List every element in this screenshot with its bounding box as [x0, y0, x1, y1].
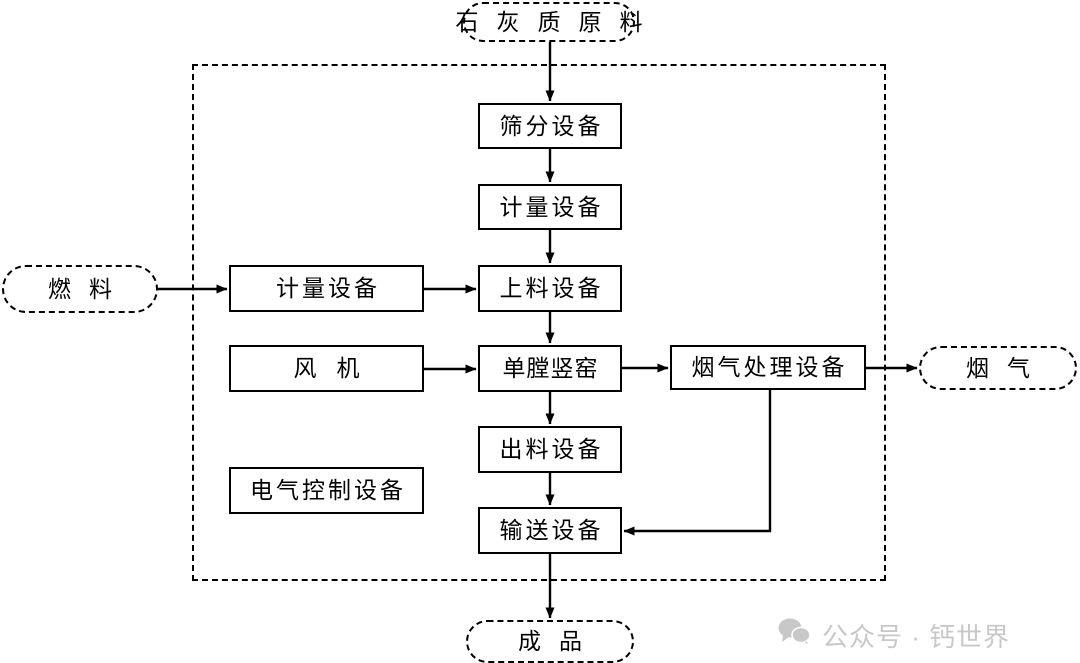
node-label: 电气控制设备 — [250, 478, 406, 503]
node-label: 石灰质原料 — [455, 9, 661, 35]
node-label: 输送设备 — [499, 518, 604, 543]
node-label: 烟气 — [966, 355, 1048, 381]
node-label: 风机 — [293, 356, 380, 381]
wechat-icon — [778, 618, 812, 653]
node-raw-material[interactable]: 石灰质原料 — [456, 2, 643, 42]
node-metering-equipment-stone[interactable]: 计量设备 — [478, 184, 622, 230]
node-blower[interactable]: 风机 — [229, 345, 424, 392]
node-label: 单膛竖窑 — [502, 356, 599, 381]
node-metering-equipment-fuel[interactable]: 计量设备 — [229, 265, 424, 312]
node-discharge-equipment[interactable]: 出料设备 — [478, 426, 622, 473]
watermark-text: 公众号 · 钙世界 — [822, 622, 1011, 652]
node-label: 计量设备 — [276, 276, 380, 301]
watermark: 公众号 · 钙世界 — [778, 617, 1010, 654]
node-fuel[interactable]: 燃料 — [2, 265, 158, 313]
node-label: 出料设备 — [499, 437, 604, 462]
node-label: 计量设备 — [499, 194, 604, 220]
node-label: 成品 — [518, 629, 600, 654]
node-feeding-equipment[interactable]: 上料设备 — [478, 265, 622, 312]
node-label: 上料设备 — [499, 276, 604, 301]
node-label: 燃料 — [48, 276, 130, 302]
node-label: 筛分设备 — [499, 113, 604, 139]
node-screening-equipment[interactable]: 筛分设备 — [478, 103, 622, 149]
plant-boundary-dashed-region — [192, 64, 886, 581]
edge-gas-treatment-to-conveying — [623, 390, 772, 536]
node-conveying-equipment[interactable]: 输送设备 — [478, 507, 622, 554]
node-flue-gas-treatment-equipment[interactable]: 烟气处理设备 — [670, 345, 866, 390]
node-finished-product[interactable]: 成品 — [466, 620, 634, 663]
node-electrical-control-equipment[interactable]: 电气控制设备 — [229, 467, 424, 514]
node-single-chamber-shaft-kiln[interactable]: 单膛竖窑 — [478, 345, 622, 392]
node-flue-gas-output[interactable]: 烟气 — [919, 346, 1077, 390]
node-label: 烟气处理设备 — [691, 355, 848, 380]
